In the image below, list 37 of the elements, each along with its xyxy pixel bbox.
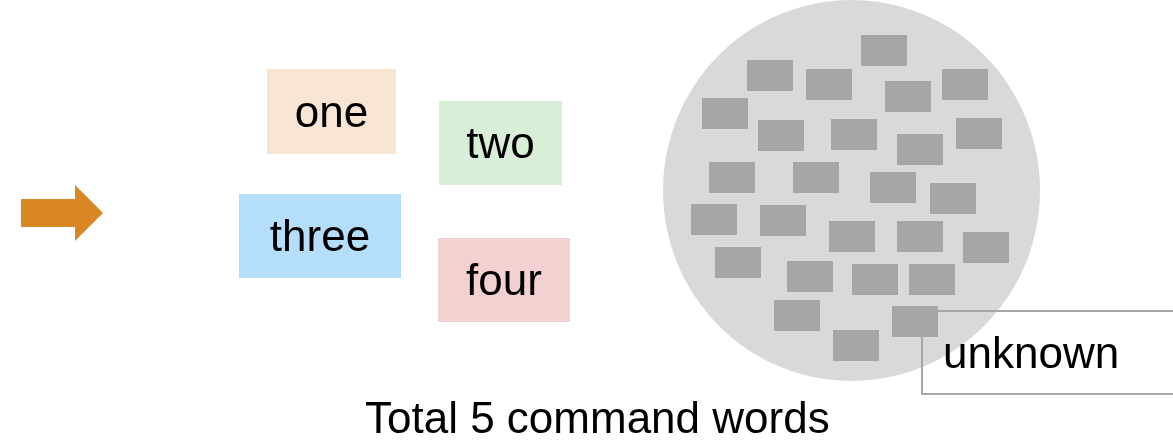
word-block [897,134,943,165]
word-block [833,330,879,361]
word-label: two [466,121,535,165]
word-label: one [294,89,369,134]
word-block [715,247,761,278]
word-block [702,98,748,129]
word-block [963,232,1009,263]
label-box [921,310,1173,395]
word-block [930,183,976,214]
word-label: four [466,258,542,302]
word-block [691,204,737,235]
word-block [774,300,820,331]
word-block [831,119,877,150]
word-block [885,81,931,112]
word-block [760,205,806,236]
word-block [852,264,898,295]
word-block [909,264,955,295]
word-block [942,69,988,100]
caption-text: Total 5 command words [365,394,830,442]
word-block [793,162,839,193]
word-block [806,69,852,100]
word-box [438,238,570,322]
word-box [239,194,401,278]
word-label: three [269,214,371,258]
word-block [747,60,793,91]
word-box [439,101,562,185]
word-block [897,221,943,252]
word-block [829,221,875,252]
word-block [892,306,938,337]
word-block [861,35,907,66]
word-block [870,172,916,203]
word-label: unknown [943,331,1120,375]
word-block [956,118,1002,149]
word-block [787,261,833,292]
word-block [758,120,804,151]
word-box [267,69,396,154]
word-block [709,162,755,193]
